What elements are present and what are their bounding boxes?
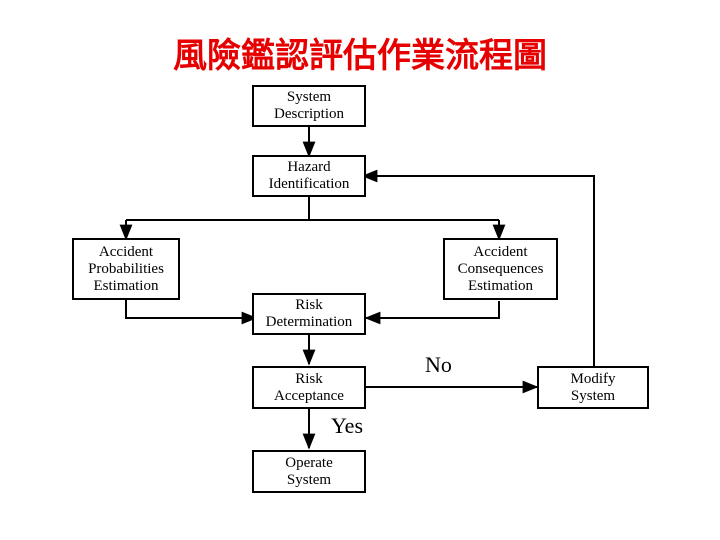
arrow-consequences-to-risk [364, 301, 500, 325]
node-line: Operate [285, 454, 333, 471]
node-line: System [286, 471, 332, 488]
node-line: Estimation [93, 277, 159, 294]
edge-label-no: No [425, 352, 452, 377]
node-risk-acceptance: Risk Acceptance [252, 366, 366, 409]
node-risk-determination: Risk Determination [252, 293, 366, 335]
node-line: Probabilities [88, 260, 164, 277]
node-line: Risk [295, 370, 323, 387]
arrow-modify-to-hazard [361, 169, 595, 366]
node-line: Accident [98, 243, 154, 260]
node-line: Estimation [468, 277, 533, 294]
node-system-description: System Description [252, 85, 366, 127]
node-line: Accident [473, 243, 528, 260]
node-modify-system: Modify System [537, 366, 649, 409]
node-accident-consequences: Accident Consequences Estimation [443, 238, 558, 300]
node-line: Modify [570, 370, 616, 387]
node-line: Description [274, 106, 344, 122]
node-line: Acceptance [274, 387, 344, 404]
edge-label-yes: Yes [331, 413, 364, 438]
node-line: Consequences [457, 260, 544, 277]
node-line: System [570, 387, 616, 404]
node-line: Determination [265, 314, 353, 330]
arrow-probabilities-to-risk [125, 299, 258, 325]
node-line: System [286, 89, 332, 105]
node-line: Risk [295, 297, 323, 313]
node-accident-probabilities: Accident Probabilities Estimation [72, 238, 180, 300]
node-operate-system: Operate System [252, 450, 366, 493]
node-hazard-identification: Hazard Identification [252, 155, 366, 197]
node-line: Hazard [287, 159, 331, 175]
page-title: 風險鑑認評估作業流程圖 [173, 36, 547, 76]
node-line: Identification [268, 176, 350, 192]
